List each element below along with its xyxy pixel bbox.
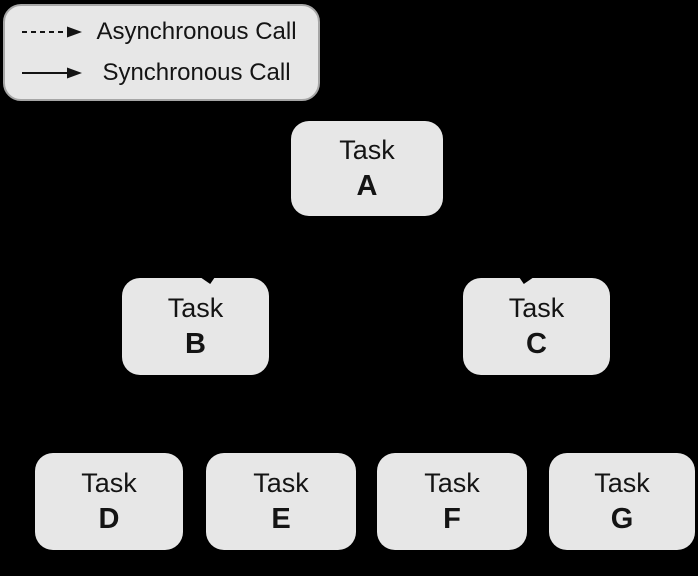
task-node-C-letter: C (526, 327, 547, 360)
task-node-F: Task F (377, 453, 527, 550)
task-node-D-letter: D (98, 502, 120, 535)
task-node-C: Task C (463, 278, 610, 375)
dashed-arrow-icon (21, 25, 83, 39)
task-node-B-letter: B (185, 327, 206, 360)
task-node-A-word: Task (339, 134, 395, 165)
legend-label-asynchronous: Asynchronous Call (96, 18, 297, 46)
task-node-B-word: Task (167, 292, 224, 323)
task-node-E-word: Task (253, 467, 309, 498)
task-node-A: Task A (291, 121, 443, 216)
solid-arrow-icon (21, 66, 83, 80)
arrowhead-notch-C (519, 277, 534, 284)
arrowhead-notch-B (200, 277, 215, 284)
task-node-F-word: Task (424, 467, 480, 498)
task-node-G: Task G (549, 453, 695, 550)
legend-item-asynchronous: Asynchronous Call (13, 18, 310, 46)
task-node-E-letter: E (271, 502, 291, 535)
legend-label-synchronous: Synchronous Call (102, 58, 291, 86)
legend: Asynchronous Call Synchronous Call (3, 4, 320, 101)
task-node-F-letter: F (443, 502, 461, 535)
task-node-D: Task D (35, 453, 183, 550)
task-node-A-letter: A (356, 169, 378, 202)
task-node-B: Task B (122, 278, 269, 375)
task-node-D-word: Task (81, 467, 137, 498)
legend-item-synchronous: Synchronous Call (13, 59, 310, 87)
task-node-E: Task E (206, 453, 356, 550)
task-node-C-word: Task (508, 292, 565, 323)
task-node-G-word: Task (594, 467, 650, 498)
task-node-G-letter: G (610, 502, 634, 535)
